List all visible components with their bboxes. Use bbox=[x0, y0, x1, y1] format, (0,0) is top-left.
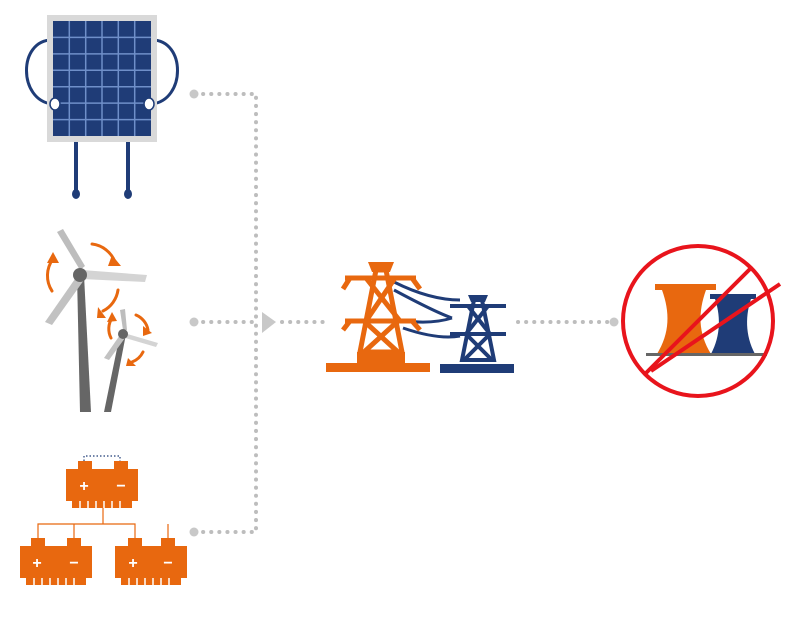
solar-connector-dot bbox=[189, 89, 199, 99]
battery-plus-label: + bbox=[128, 555, 137, 572]
battery-group: + − + − bbox=[20, 455, 187, 585]
battery-minus-label: − bbox=[69, 555, 78, 572]
battery-minus-label: − bbox=[116, 478, 125, 495]
wind-connector-dot bbox=[189, 317, 199, 327]
battery-icon: + − bbox=[66, 461, 138, 508]
solar-connector bbox=[193, 92, 258, 324]
flow-arrow-icon bbox=[262, 312, 276, 333]
battery-connector bbox=[193, 320, 258, 534]
connector-lines bbox=[189, 89, 619, 537]
output-connector-dot bbox=[609, 317, 619, 327]
battery-minus-label: − bbox=[163, 555, 172, 572]
battery-plus-label: + bbox=[79, 478, 88, 495]
wind-turbine-icon bbox=[45, 229, 158, 412]
cooling-towers-icon bbox=[646, 284, 767, 356]
battery-icon: + − bbox=[115, 538, 187, 585]
battery-icon: + − bbox=[20, 538, 92, 585]
battery-plus-label: + bbox=[32, 555, 41, 572]
no-power-plant-icon bbox=[621, 244, 782, 398]
solar-panel-icon bbox=[25, 15, 179, 199]
battery-connector-dot bbox=[189, 527, 199, 537]
power-transmission-towers-icon bbox=[326, 262, 514, 373]
